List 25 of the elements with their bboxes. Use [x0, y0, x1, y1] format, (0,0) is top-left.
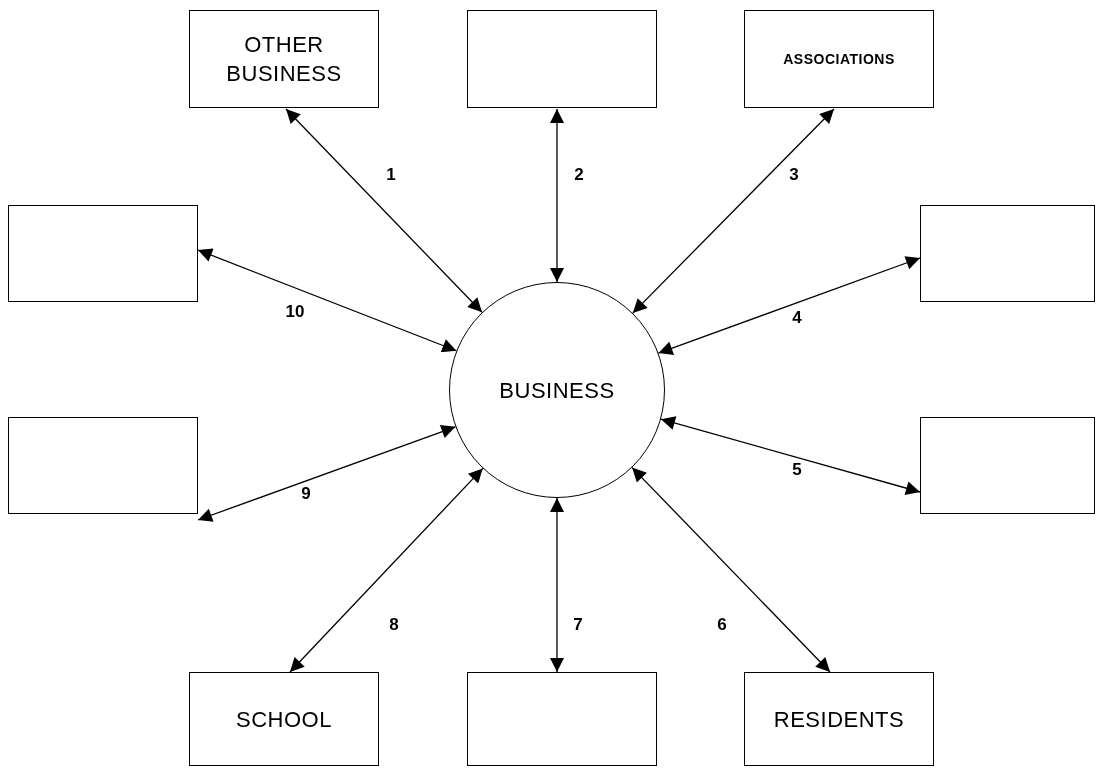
- labeled-box: [744, 672, 934, 766]
- node-label: SCHOOL: [235, 705, 333, 734]
- node-label: ASSOCIATIONS: [782, 49, 896, 69]
- labeled-box: [189, 672, 379, 766]
- double-arrow: [657, 256, 921, 355]
- empty-box: [920, 417, 1095, 514]
- empty-box: [920, 205, 1095, 302]
- labeled-box: [189, 10, 379, 108]
- node-label: RESIDENTS: [772, 705, 906, 734]
- double-arrow: [197, 248, 458, 353]
- double-arrow: [550, 108, 564, 283]
- labeled-box: [744, 10, 934, 108]
- empty-box: [8, 417, 198, 514]
- double-arrow: [289, 467, 484, 673]
- double-arrow: [660, 416, 921, 495]
- empty-box: [8, 205, 198, 302]
- node-label: OTHER BUSINESS: [225, 31, 343, 88]
- double-arrow: [550, 497, 564, 673]
- double-arrow: [285, 108, 483, 313]
- double-arrow: [632, 108, 835, 314]
- empty-box: [467, 672, 657, 766]
- empty-box: [467, 10, 657, 108]
- double-arrow: [197, 424, 457, 522]
- node-label: BUSINESS: [498, 376, 616, 405]
- double-arrow: [631, 466, 831, 673]
